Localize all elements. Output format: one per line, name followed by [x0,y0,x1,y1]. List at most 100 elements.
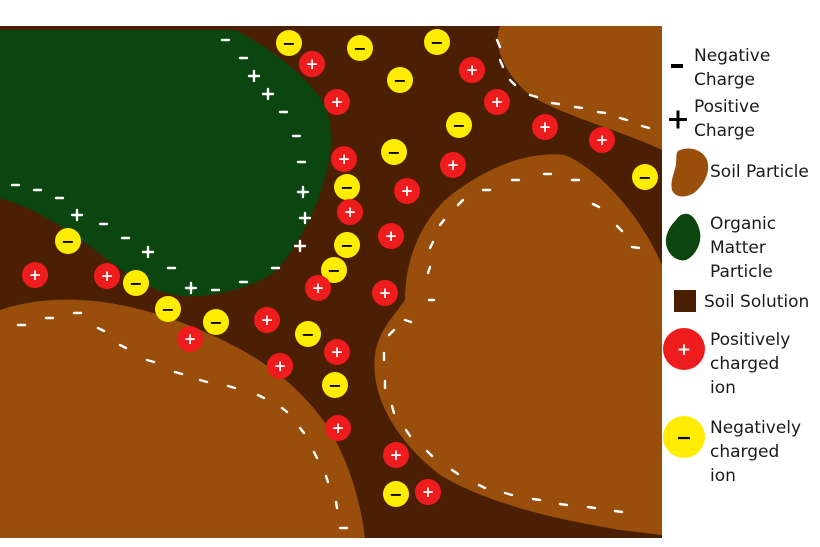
legend-negative-charge-symbol [671,64,683,68]
legend-soil-particle-symbol [671,148,709,197]
positive-ion: + [394,178,420,204]
negative-ion: − [55,228,81,254]
positive-ion: + [589,127,615,153]
negative-ion-circle [387,67,413,93]
negative-ion-sign: − [161,300,174,319]
positive-ion-sign: + [184,330,197,348]
positive-ion-sign: + [29,266,42,284]
positive-ion: + [324,89,350,115]
positive-ion: + [415,479,441,505]
positive-ion-sign: + [379,284,392,302]
positive-ion: + [459,57,485,83]
positive-ion-sign: + [466,61,479,79]
negative-ion-circle [322,372,348,398]
positive-ion: + [299,51,325,77]
negative-ion-sign: − [430,33,443,52]
legend-positive-ion-symbol: + [663,328,705,370]
positive-ion-circle [331,146,357,172]
positive-ion-circle [532,114,558,140]
positive-ion: + [267,353,293,379]
positive-ion-circle [378,223,404,249]
positive-ion-sign: + [261,311,274,329]
negative-ion-sign: − [282,34,295,53]
negative-ion: − [632,164,658,190]
surface-charges [10,38,651,530]
positive-ion: + [22,262,48,288]
legend-symbols: + − [663,64,709,458]
negative-ion-sign: − [387,143,400,162]
negative-ion-sign: − [389,485,402,504]
legend-negative-ion-symbol: − [663,416,705,458]
negative-ion: − [424,29,450,55]
positive-ion-sign: + [422,483,435,501]
legend-negative-ion-label: Negatively charged ion [710,418,802,486]
positive-ion-circle [305,275,331,301]
positive-ion-circle [325,415,351,441]
bottom-left-particle-charges [16,311,349,530]
negative-ion-circle [383,481,409,507]
negative-ion: − [155,296,181,322]
positive-ion: + [331,146,357,172]
negative-ion-sign: − [61,232,74,251]
negative-ion-circle [424,29,450,55]
positive-ion-sign: + [306,55,319,73]
negative-ion: − [381,139,407,165]
positive-ion: + [372,280,398,306]
negative-ion-circle [55,228,81,254]
negative-ion-sign: − [452,116,465,135]
legend-soil-solution-label: Soil Solution [704,292,810,312]
positive-ion-sign: + [401,182,414,200]
positive-ion: + [254,307,280,333]
legend-negative-charge-label: Negative Charge [694,46,771,90]
positive-ion: + [532,114,558,140]
positive-ion: + [177,326,203,352]
legend-organic-matter-symbol [665,213,701,261]
positive-ion-circle [394,178,420,204]
negative-ion-circle [334,232,360,258]
positive-ion-circle [22,262,48,288]
negative-ion-circle [321,257,347,283]
positive-ion: + [440,152,466,178]
positive-ion-sign: + [101,267,114,285]
organic-matter-particle [0,30,331,297]
negative-ion-circle [446,112,472,138]
positive-ion-sign: + [596,131,609,149]
negative-ion: − [276,30,302,56]
positive-ion-circle [440,152,466,178]
positive-ion-circle [337,199,363,225]
negative-ion-circle [155,296,181,322]
positive-ion-sign: + [312,279,325,297]
negative-ion-sign: − [393,71,406,90]
legend-positive-charge-symbol [669,110,687,129]
positive-ion-sign: + [331,93,344,111]
positive-ion-circle [177,326,203,352]
negative-ion: − [347,35,373,61]
negative-ion-sign: − [353,39,366,58]
top-right-particle-charges [495,38,651,130]
positive-ion-circle [484,89,510,115]
legend-positive-ion-sign: + [677,340,691,360]
positive-ion-circle [415,479,441,505]
negative-ion: − [446,112,472,138]
positive-ion-circle [254,307,280,333]
positive-ion: + [337,199,363,225]
negative-ion-sign: − [638,168,651,187]
negative-ion-sign: − [340,178,353,197]
negative-ion-circle [123,270,149,296]
positive-ion-circle [324,89,350,115]
negative-ion-sign: − [328,376,341,395]
positive-ion: + [324,339,350,365]
positive-ion: + [383,442,409,468]
negative-ion-sign: − [327,261,340,280]
positive-ion-circle [589,127,615,153]
positive-ion-sign: + [539,118,552,136]
legend-positive-charge-label: Positive Charge [694,97,760,141]
positive-ion-sign: + [385,227,398,245]
legend-positive-ion-label: Positively charged ion [710,330,791,398]
organic-edge-charges [10,38,312,295]
negative-ion-circle [276,30,302,56]
negative-ion-sign: − [301,325,314,344]
positive-ion: + [325,415,351,441]
negative-ion-circle [632,164,658,190]
